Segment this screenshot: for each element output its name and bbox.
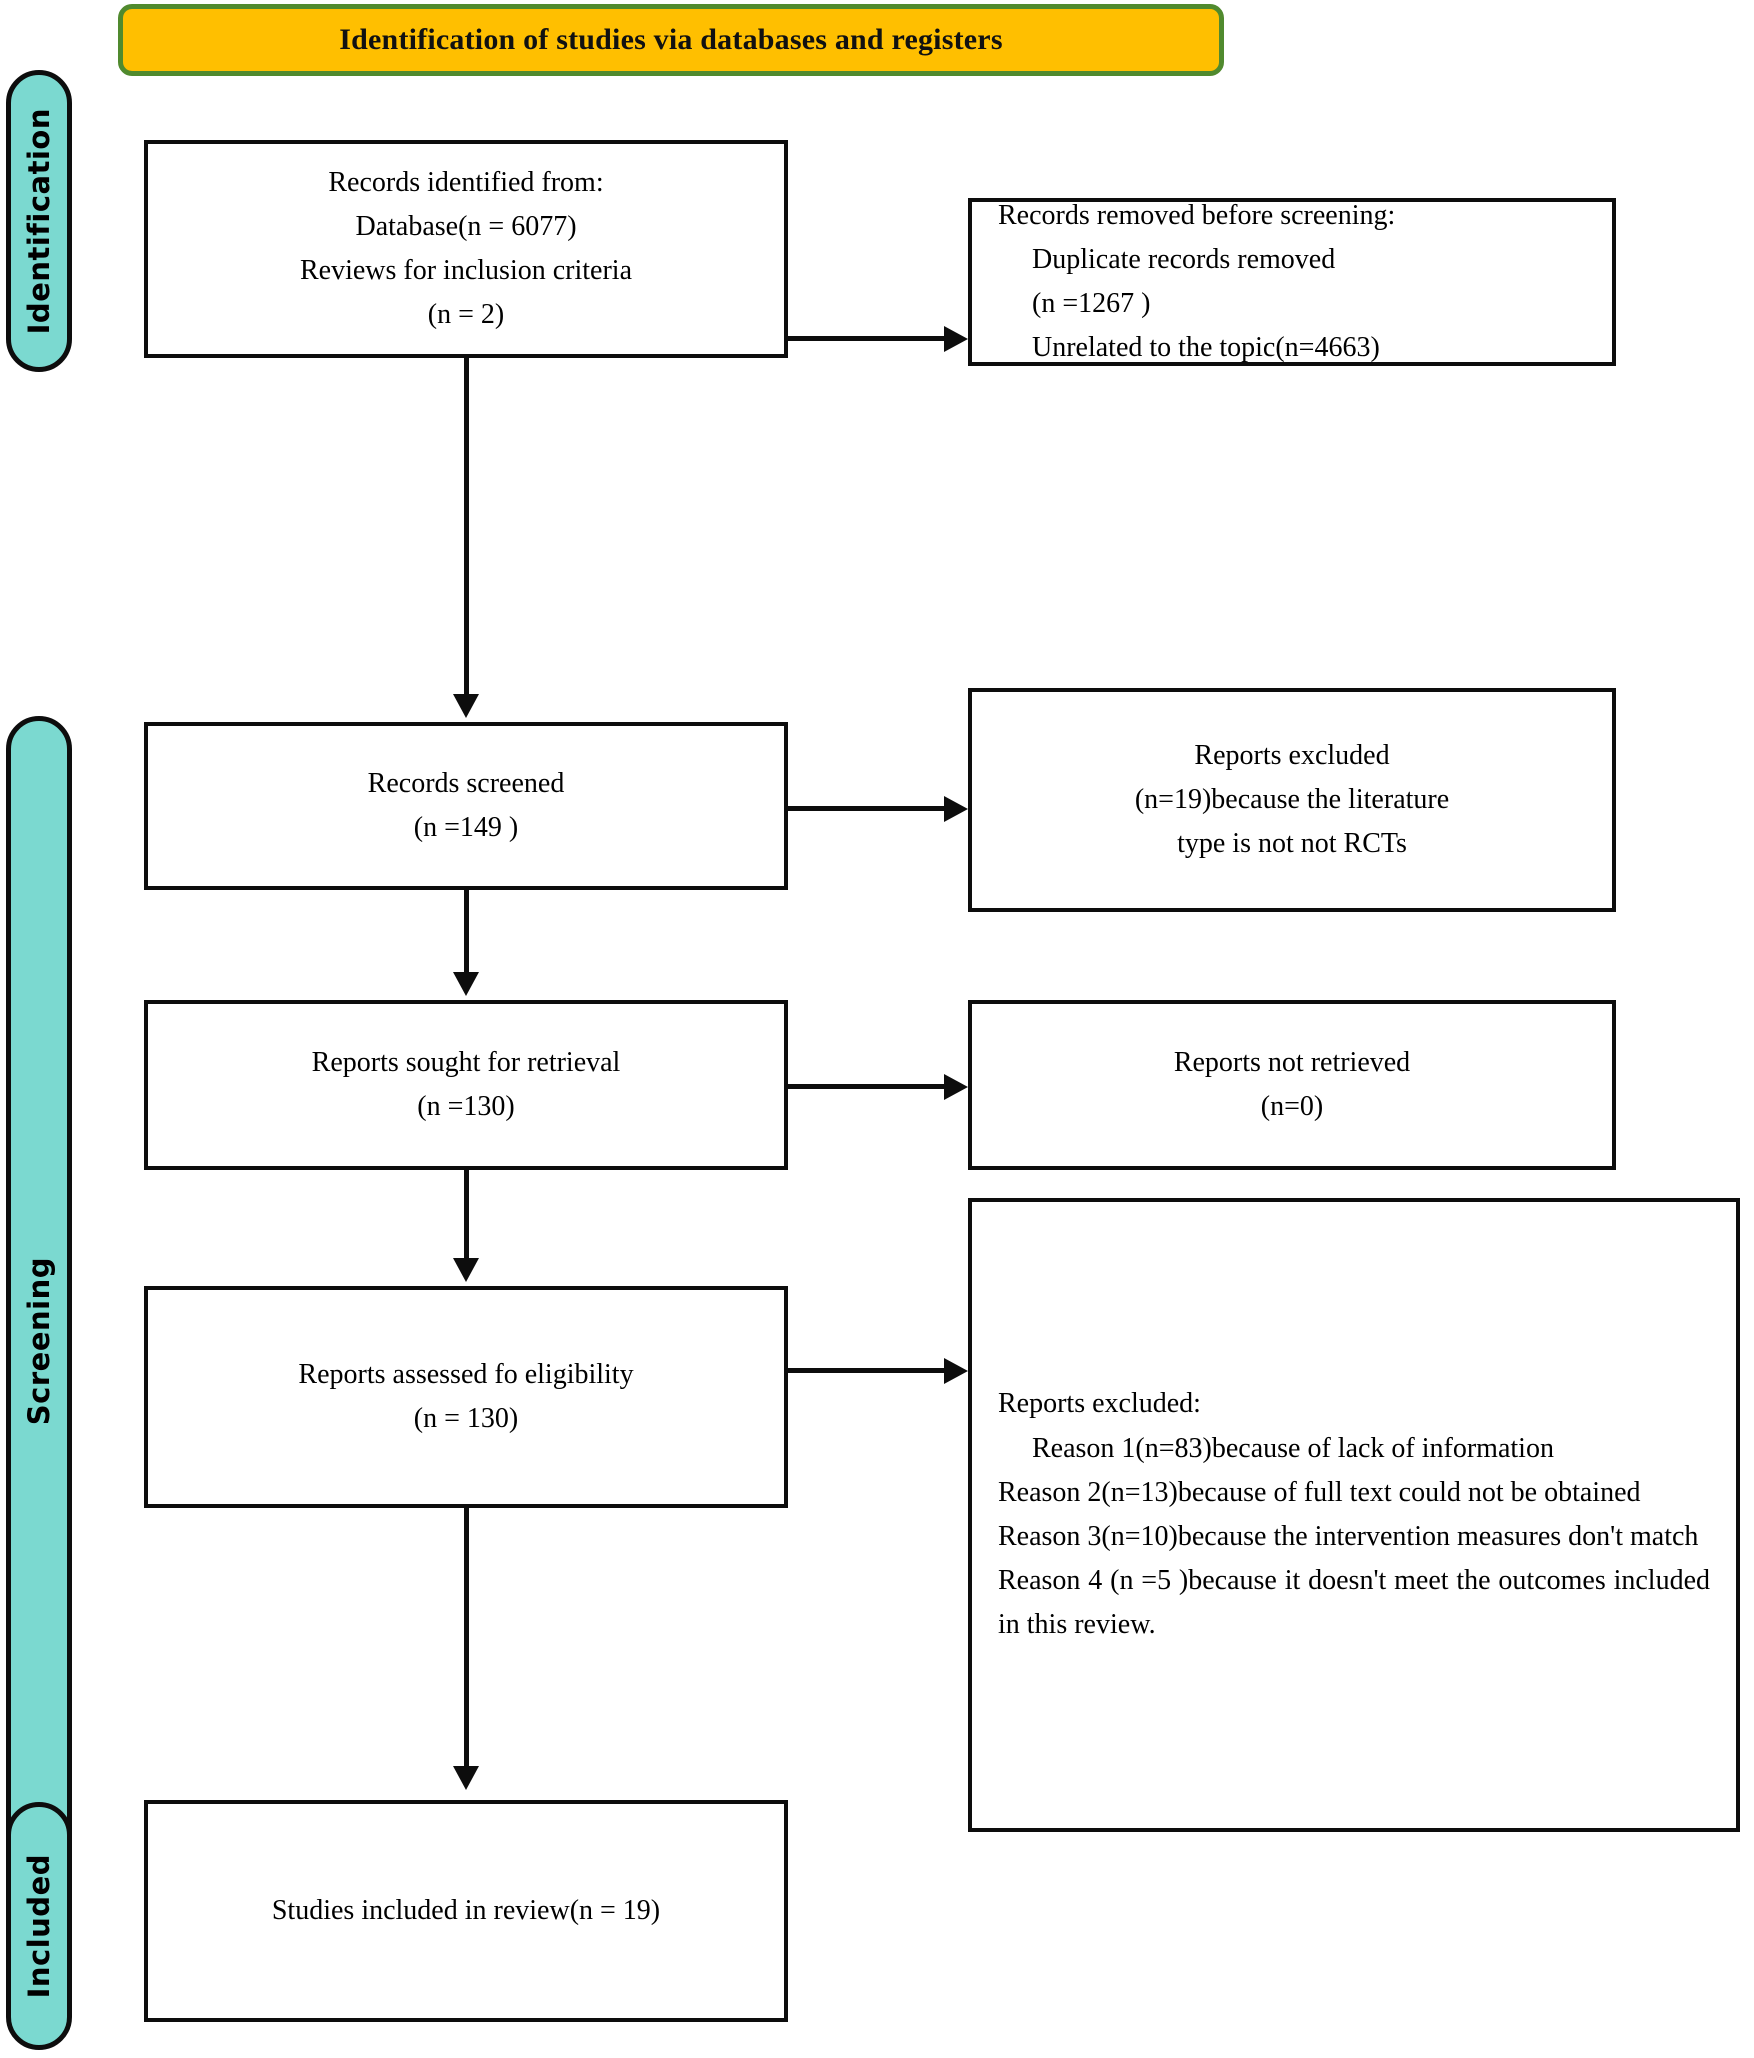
connector-identified-to-screened [464, 358, 469, 694]
records-removed-line-1: Records removed before screening: [998, 199, 1396, 231]
box-reports-sought: Reports sought for retrieval (n =130) [144, 1000, 788, 1170]
stage-pill-included: Included [6, 1802, 72, 2050]
records-removed-line-4: Unrelated to the topic(n=4663) [1032, 332, 1380, 364]
reports-excluded-screening-line-1: Reports excluded [1194, 739, 1390, 771]
arrowhead-identified-to-removed [944, 326, 968, 352]
stage-label-identification: Identification [22, 107, 56, 335]
records-removed-line-3: (n =1267 ) [1032, 288, 1151, 319]
stage-label-included: Included [22, 1853, 56, 1999]
reports-sought-line-1: Reports sought for retrieval [311, 1046, 621, 1078]
reports-excluded-reason-1: Reason 1(n=83)because of lack of informa… [1032, 1432, 1554, 1464]
records-screened-line-1: Records screened [367, 767, 565, 799]
stage-pill-identification: Identification [6, 70, 72, 372]
reports-excluded-screening-line-2: (n=19)because the literature [1134, 783, 1450, 815]
diagram-title: Identification of studies via databases … [339, 23, 1003, 56]
arrowhead-screened-to-sought [453, 972, 479, 996]
reports-excluded-reason-3: Reason 3(n=10)because the intervention m… [998, 1521, 1699, 1552]
arrowhead-identified-to-screened [453, 694, 479, 718]
records-removed-line-2: Duplicate records removed [1032, 243, 1336, 275]
diagram-header-banner: Identification of studies via databases … [118, 4, 1224, 76]
records-identified-line-3: Reviews for inclusion criteria [299, 255, 632, 286]
connector-sought-to-not-retrieved [788, 1084, 944, 1089]
connector-identified-to-removed [788, 336, 944, 341]
connector-assessed-to-included [464, 1508, 469, 1766]
reports-not-retrieved-line-2: (n=0) [1260, 1091, 1324, 1122]
reports-assessed-line-1: Reports assessed fo eligibility [298, 1358, 634, 1390]
reports-assessed-line-2: (n = 130) [413, 1403, 519, 1434]
records-identified-line-1: Records identified from: [328, 166, 604, 198]
records-screened-line-2: (n =149 ) [413, 812, 519, 843]
reports-excluded-reason-2: Reason 2(n=13)because of full text could… [998, 1476, 1641, 1508]
arrowhead-sought-to-assessed [453, 1258, 479, 1282]
reports-not-retrieved-line-1: Reports not retrieved [1173, 1046, 1411, 1078]
arrowhead-sought-to-not-retrieved [944, 1074, 968, 1100]
studies-included-line-1: Studies included in review(n = 19) [271, 1894, 661, 1926]
box-reports-not-retrieved: Reports not retrieved (n=0) [968, 1000, 1616, 1170]
box-records-identified: Records identified from: Database(n = 60… [144, 140, 788, 358]
box-reports-excluded-eligibility: Reports excluded: Reason 1(n=83)because … [968, 1198, 1740, 1832]
box-reports-excluded-screening: Reports excluded (n=19)because the liter… [968, 688, 1616, 912]
box-reports-assessed: Reports assessed fo eligibility (n = 130… [144, 1286, 788, 1508]
records-identified-line-4: (n = 2) [427, 299, 505, 331]
records-identified-line-2: Database(n = 6077) [355, 210, 577, 242]
reports-excluded-screening-line-3: type is not not RCTs [1177, 828, 1407, 860]
connector-screened-to-excluded [788, 806, 944, 811]
reports-excluded-heading: Reports excluded: [998, 1388, 1201, 1420]
box-records-removed: Records removed before screening: Duplic… [968, 198, 1616, 366]
arrowhead-screened-to-excluded [944, 796, 968, 822]
reports-sought-line-2: (n =130) [417, 1091, 515, 1122]
reports-excluded-reason-4: Reason 4 (n =5 )because it doesn't meet … [998, 1565, 1710, 1641]
connector-sought-to-assessed [464, 1170, 469, 1258]
arrowhead-assessed-to-included [453, 1766, 479, 1790]
box-records-screened: Records screened (n =149 ) [144, 722, 788, 890]
stage-label-screening: Screening [22, 1256, 56, 1426]
stage-pill-screening: Screening [6, 716, 72, 1966]
arrowhead-assessed-to-excluded [944, 1358, 968, 1384]
connector-screened-to-sought [464, 890, 469, 972]
box-studies-included: Studies included in review(n = 19) [144, 1800, 788, 2022]
connector-assessed-to-excluded [788, 1368, 944, 1373]
